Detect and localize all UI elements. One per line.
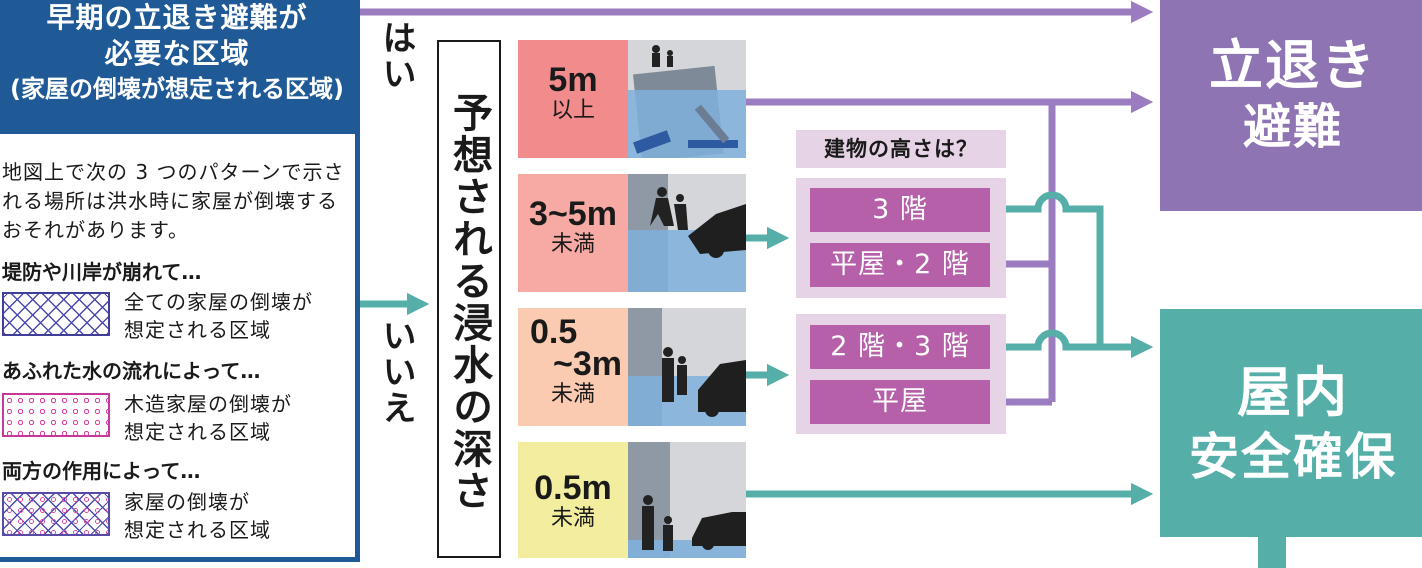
depth-qualifier: 未満: [550, 232, 595, 257]
height-option-1-2f: 平屋・2 階: [810, 243, 990, 287]
depth-qualifier: 未満: [550, 382, 595, 407]
depth-qualifier: 未満: [550, 506, 595, 531]
height-option-1f: 平屋: [810, 380, 990, 424]
building-flood-illustration: [628, 40, 746, 158]
answer-no: いいえ: [376, 318, 416, 426]
category-desc-both: 家屋の倒壊が 想定される区域: [124, 488, 271, 544]
result-evacuate-line2: 避難: [1242, 99, 1343, 155]
crosshatch-swatch: [2, 292, 110, 336]
desc-line: 想定される区域: [124, 518, 271, 542]
zone-title-line2: 必要な区域: [104, 37, 250, 70]
dot-pattern-swatch: [2, 393, 110, 437]
zone-subtitle: (家屋の倒壊が想定される区域): [10, 75, 344, 103]
depth-row-0.5-3m: 0.5 ~3m 未満: [518, 308, 628, 426]
depth-value: 5m: [548, 61, 598, 99]
zone-intro: 地図上で次の 3 つのパターンで示される場所は洪水時に家屋が倒壊するおそれがあり…: [2, 160, 345, 242]
depth-label-box: [437, 40, 501, 558]
answer-yes: はい: [376, 20, 416, 92]
depth-value: 0.5m: [534, 469, 612, 507]
teal-hop-2: [1006, 329, 1154, 359]
purple-collector: [1006, 102, 1056, 406]
depth-row-3-5m: 3~5m 未満: [518, 174, 628, 292]
category-desc-flow: 木造家屋の倒壊が 想定される区域: [124, 390, 292, 446]
people-car-flood-illustration: [628, 174, 746, 292]
height-option-2-3f: 2 階・3 階: [810, 325, 990, 369]
desc-line: 木造家屋の倒壊が: [124, 392, 292, 416]
desc-line: 想定される区域: [124, 420, 271, 444]
result-evacuate-line1: 立退き: [1209, 34, 1377, 97]
result-evacuate: 立退き 避難: [1160, 0, 1422, 211]
family-car-illustration: [628, 442, 746, 558]
desc-line: 全ての家屋の倒壊が: [124, 290, 313, 314]
person-car-flood-illustration: [628, 308, 746, 426]
desc-line: 家屋の倒壊が: [124, 490, 250, 514]
depth-label: 予想される浸水の深さ: [446, 92, 492, 512]
depth-value: 0.5: [530, 313, 578, 351]
depth-value: 3~5m: [529, 195, 617, 233]
category-desc-collapse: 全ての家屋の倒壊が 想定される区域: [124, 288, 313, 344]
category-heading-flow: あふれた水の流れによって…: [2, 359, 261, 383]
category-heading-collapse: 堤防や川岸が崩れて…: [2, 260, 202, 284]
building-height-question: 建物の高さは？: [796, 130, 1006, 168]
result-shelter-line2: 安全確保: [1189, 428, 1397, 486]
combined-pattern-swatch: [2, 492, 110, 536]
depth-row-under-0.5m: 0.5m 未満: [518, 442, 628, 558]
teal-hop-1: [1006, 191, 1104, 347]
zone-title-line1: 早期の立退き避難が: [46, 1, 308, 34]
depth-row-5m: 5m 以上: [518, 40, 628, 158]
depth-value-range: ~3m: [553, 345, 622, 383]
result-shelter-line1: 屋内: [1237, 361, 1349, 424]
depth-qualifier: 以上: [550, 98, 595, 123]
zone-header: 早期の立退き避難が 必要な区域 (家屋の倒壊が想定される区域): [0, 0, 360, 134]
result-shelter: 屋内 安全確保: [1160, 309, 1422, 537]
category-heading-both: 両方の作用によって…: [2, 459, 201, 483]
desc-line: 想定される区域: [124, 318, 271, 342]
height-option-3f: 3 階: [810, 188, 990, 232]
